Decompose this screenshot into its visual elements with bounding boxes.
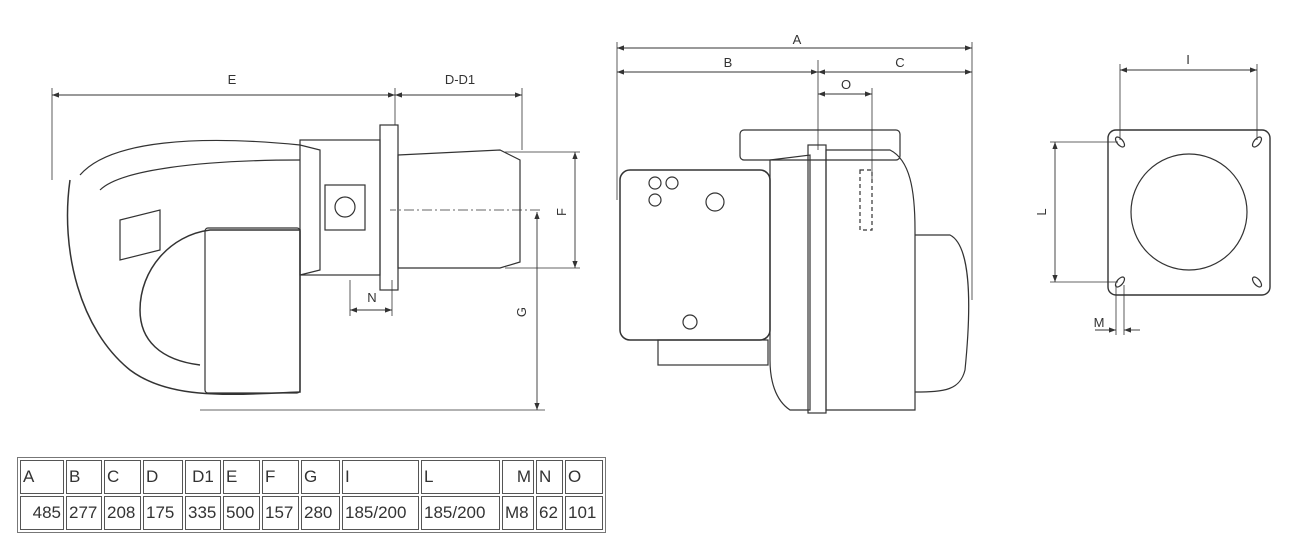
burner-front-view bbox=[619, 129, 970, 414]
table-header-cell: G bbox=[301, 460, 340, 494]
dim-label-f: F bbox=[554, 208, 569, 216]
table-value-cell: 500 bbox=[223, 496, 260, 530]
table-value-cell: 280 bbox=[301, 496, 340, 530]
table-header-cell: F bbox=[262, 460, 299, 494]
table-value-cell: 185/200 bbox=[342, 496, 419, 530]
dim-label-n: N bbox=[367, 290, 376, 305]
dim-label-c: C bbox=[895, 55, 904, 70]
table-value-cell: 175 bbox=[143, 496, 183, 530]
table-header-cell: B bbox=[66, 460, 102, 494]
table-value-cell: 157 bbox=[262, 496, 299, 530]
table-value-cell: M8 bbox=[502, 496, 534, 530]
flange-view bbox=[1107, 129, 1271, 296]
table-header-cell: O bbox=[565, 460, 603, 494]
table-value-cell: 277 bbox=[66, 496, 102, 530]
table-value-cell: 101 bbox=[565, 496, 603, 530]
dim-label-b: B bbox=[724, 55, 733, 70]
dim-label-i: I bbox=[1186, 52, 1190, 67]
table-value-cell: 485 bbox=[20, 496, 64, 530]
table-header-cell: E bbox=[223, 460, 260, 494]
dim-label-o: O bbox=[841, 77, 851, 92]
burner-technical-drawing: E D-D1 F G N A B C O I L M bbox=[51, 32, 1271, 414]
table-header-cell: L bbox=[421, 460, 500, 494]
table-header-cell: M bbox=[502, 460, 534, 494]
dim-label-l: L bbox=[1034, 208, 1049, 215]
table-value-row: 485 277 208 175 335 500 157 280 185/200 … bbox=[20, 496, 603, 530]
dim-label-g: G bbox=[514, 307, 529, 317]
table-value-cell: 62 bbox=[536, 496, 563, 530]
table-value-cell: 335 bbox=[185, 496, 221, 530]
dim-label-m: M bbox=[1094, 315, 1105, 330]
burner-side-view bbox=[66, 124, 545, 411]
dim-label-d-d1: D-D1 bbox=[445, 72, 475, 87]
table-header-cell: C bbox=[104, 460, 141, 494]
table-value-cell: 185/200 bbox=[421, 496, 500, 530]
table-header-row: A B C D D1 E F G I L M N O bbox=[20, 460, 603, 494]
dim-label-a: A bbox=[793, 32, 802, 47]
table-header-cell: A bbox=[20, 460, 64, 494]
table-header-cell: D bbox=[143, 460, 183, 494]
dim-label-e: E bbox=[228, 72, 237, 87]
table-header-cell: D1 bbox=[185, 460, 221, 494]
table-header-cell: I bbox=[342, 460, 419, 494]
table-header-cell: N bbox=[536, 460, 563, 494]
table-value-cell: 208 bbox=[104, 496, 141, 530]
dimensions-table: A B C D D1 E F G I L M N O 485 277 208 1… bbox=[17, 457, 606, 533]
